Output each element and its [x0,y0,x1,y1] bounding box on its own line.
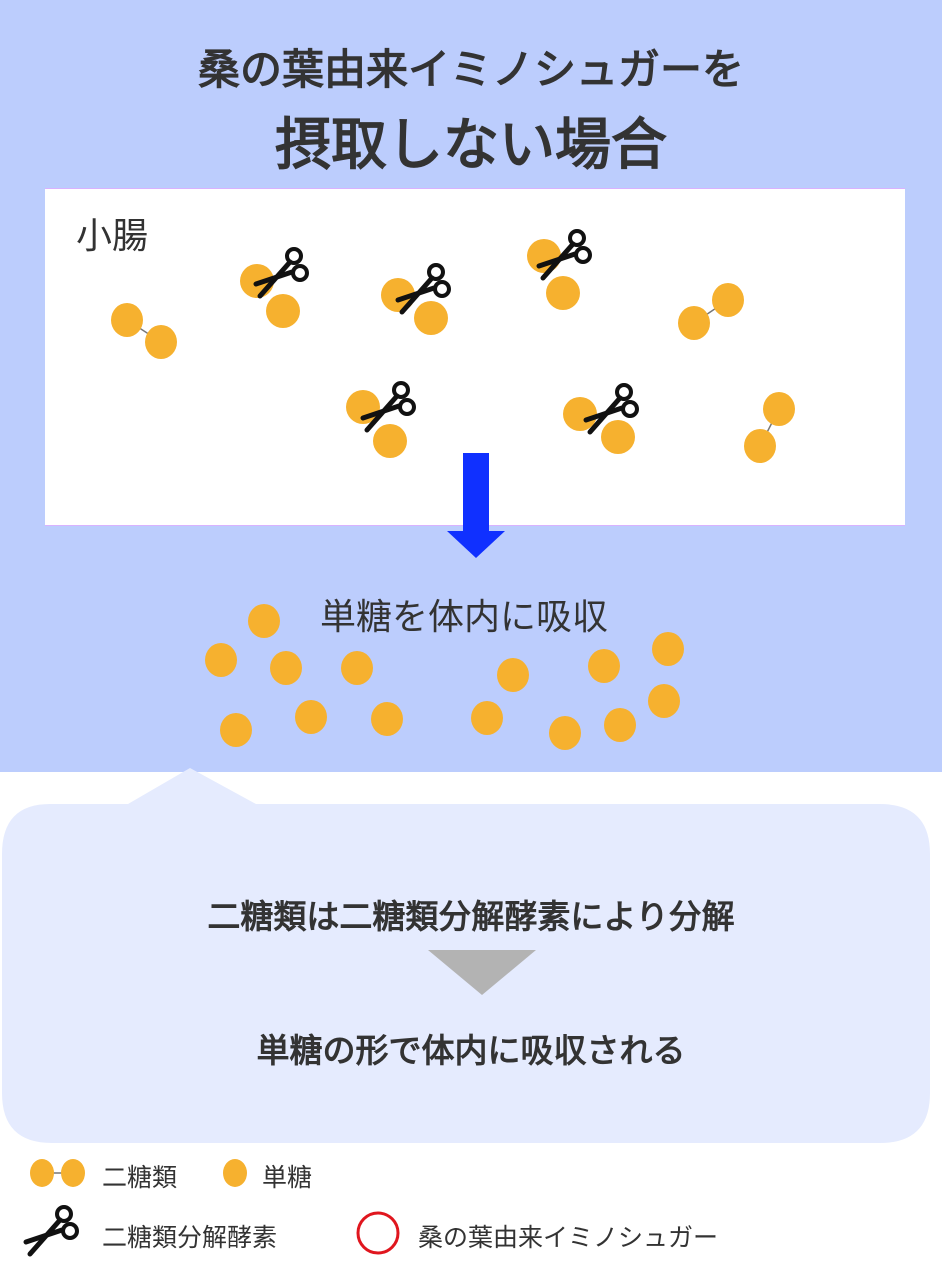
disaccharide-being-split [346,383,414,458]
disaccharide-being-split [381,265,449,335]
monosaccharide [652,632,684,666]
monosaccharide-group [205,604,684,750]
monosaccharide [497,658,529,692]
disaccharide [111,303,177,359]
legend-monosaccharide-label: 単糖 [262,1163,313,1192]
legend-iminosugar-label: 桑の葉由来イミノシュガー [418,1223,719,1252]
small-intestine-label: 小腸 [76,216,149,257]
legend-enzyme-label: 二糖類分解酵素 [102,1223,278,1252]
monosaccharide [205,643,237,677]
legend-disaccharide-label: 二糖類 [102,1163,178,1192]
disaccharide [678,283,744,340]
monosaccharide [341,651,373,685]
absorption-label: 単糖を体内に吸収 [320,597,609,638]
disaccharide-being-split [527,231,590,310]
monosaccharide [220,713,252,747]
disaccharide-being-split [563,385,637,454]
callout-line-2: 単糖の形で体内に吸収される [256,1031,686,1070]
disaccharide [744,392,795,463]
monosaccharide [588,649,620,683]
legend-disaccharide-icon [30,1159,85,1187]
monosaccharide [371,702,403,736]
monosaccharide [248,604,280,638]
down-arrow-icon [447,453,505,558]
monosaccharide [648,684,680,718]
legend-monosaccharide-icon [223,1159,247,1187]
callout-line-1: 二糖類は二糖類分解酵素により分解 [207,897,735,936]
monosaccharide [549,716,581,750]
monosaccharide [604,708,636,742]
red-circle-icon [356,1211,400,1255]
title-line-2: 摂取しない場合 [275,113,667,178]
scissors-icon [26,1207,77,1254]
monosaccharide [471,701,503,735]
monosaccharide [270,651,302,685]
monosaccharide [295,700,327,734]
disaccharide-being-split [240,249,307,328]
triangle-down-icon [428,950,536,995]
title-line-1: 桑の葉由来イミノシュガーを [197,45,744,94]
